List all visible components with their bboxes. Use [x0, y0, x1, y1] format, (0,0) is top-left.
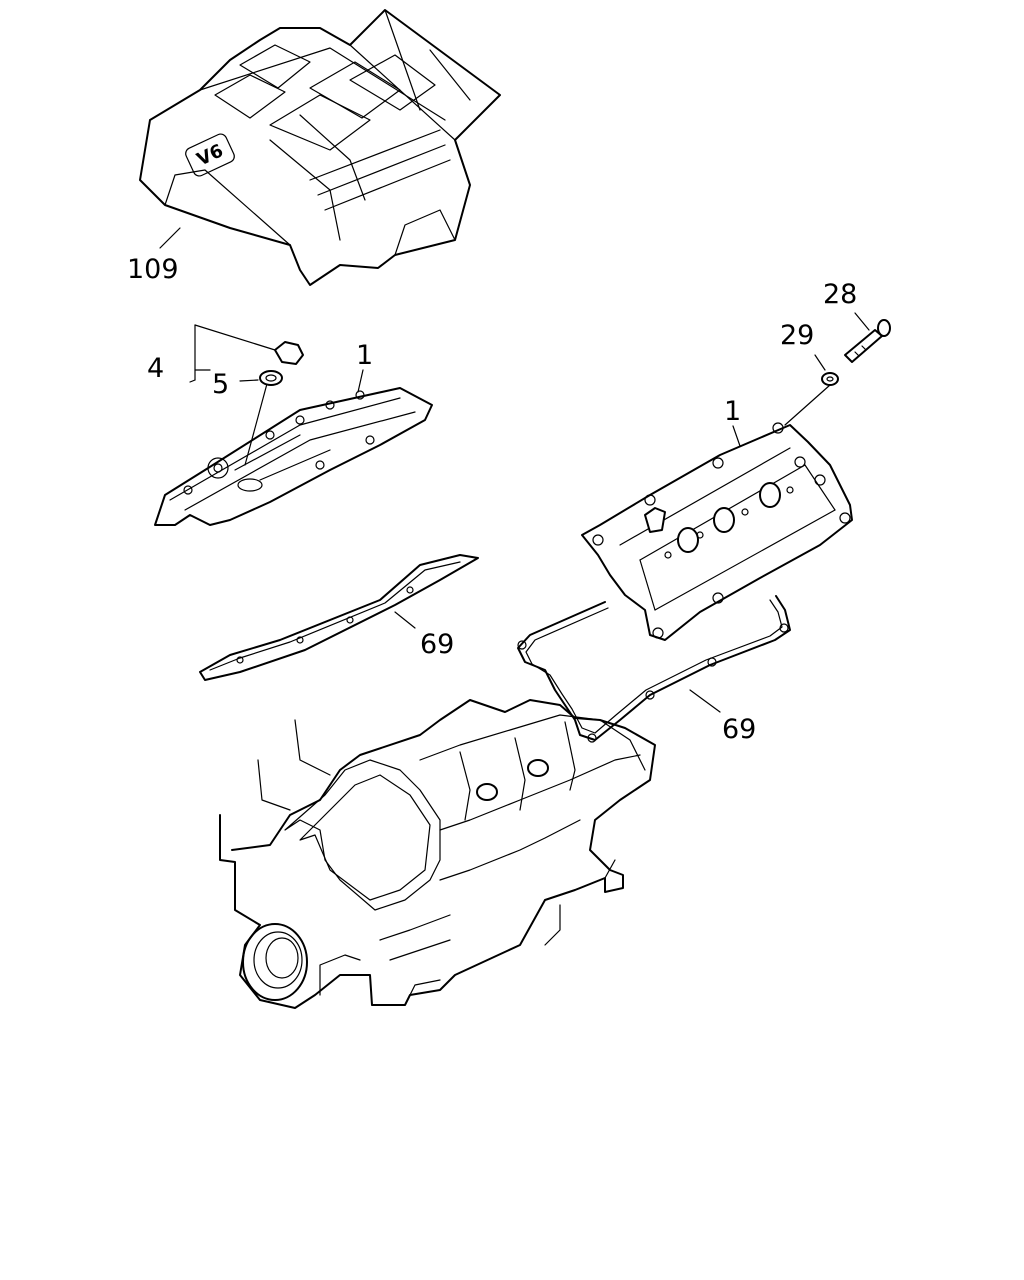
callout-29: 29 [780, 320, 814, 351]
engine-cover: V6 [139, 9, 501, 286]
left-valve-cover [154, 379, 433, 526]
callout-69-right: 69 [722, 714, 756, 745]
oil-cap-seal [239, 370, 283, 386]
callout-5: 5 [212, 369, 229, 400]
oil-filler-cap [189, 324, 304, 383]
callout-1-left: 1 [356, 340, 373, 371]
engine-block [219, 699, 656, 1009]
callout-69-left: 69 [420, 629, 454, 660]
callout-1-right: 1 [724, 396, 741, 427]
callout-4: 4 [147, 353, 164, 384]
right-valve-cover-gasket [517, 595, 791, 743]
left-valve-cover-gasket [199, 554, 479, 681]
bolt-grommet [784, 354, 839, 426]
callout-109: 109 [127, 254, 179, 285]
right-valve-cover [581, 422, 853, 641]
valve-cover-bolt [844, 312, 891, 363]
callout-28: 28 [823, 279, 857, 310]
